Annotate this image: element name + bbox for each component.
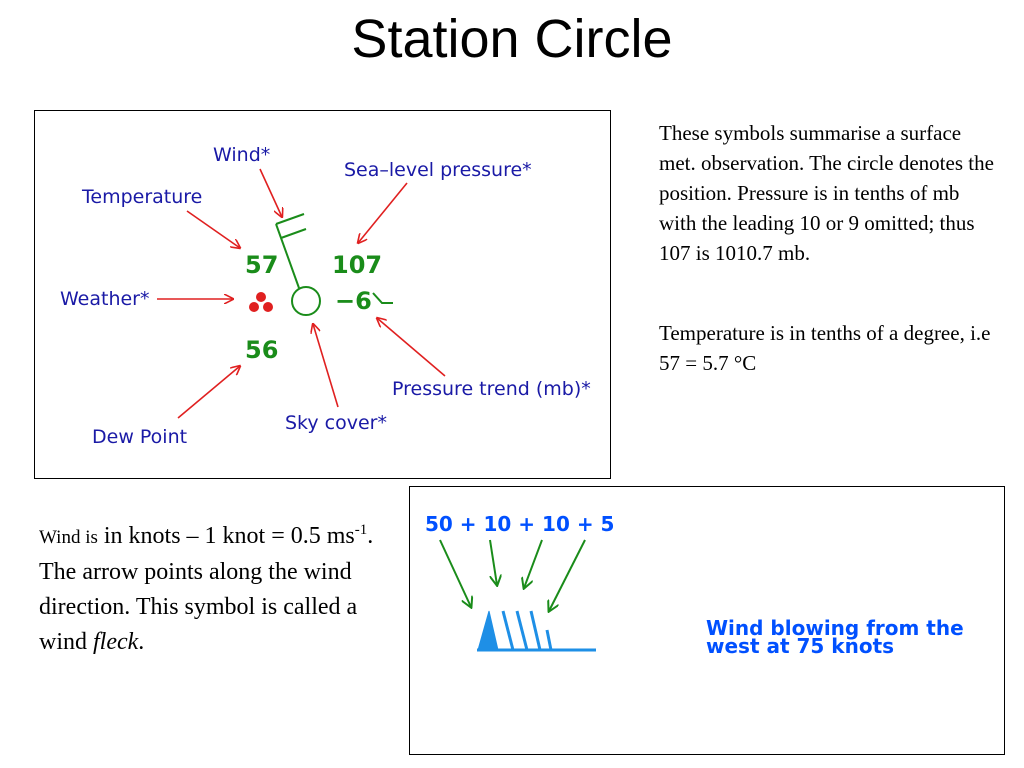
temperature-value: 57 [245, 251, 278, 279]
station-diagram-svg: Wind* Sea–level pressure* Temperature We… [60, 144, 591, 448]
station-diagram: Wind* Sea–level pressure* Temperature We… [34, 110, 611, 479]
arrow-5 [549, 539, 586, 611]
wind-sum-label: 50 + 10 + 10 + 5 [425, 512, 614, 536]
wind-fleck-symbol [477, 610, 596, 652]
wind-label: Wind* [213, 144, 270, 166]
arrow-10-second [524, 539, 543, 588]
dew-point-label: Dew Point [92, 426, 187, 448]
wind-barb-symbol [275, 213, 307, 289]
wind-explanation: Wind is in knots – 1 knot = 0.5 ms-1. Th… [39, 513, 399, 660]
page-title: Station Circle [351, 9, 673, 69]
temperature-label: Temperature [81, 186, 202, 208]
wind-text-superscript: -1 [354, 522, 368, 538]
wind-diagram: 50 + 10 + 10 + 5 Wind blowing from the w… [409, 486, 1005, 755]
pressure-arrow [358, 182, 408, 243]
sky-cover-arrow [313, 324, 339, 408]
arrow-10-first [489, 539, 497, 585]
dew-point-arrow [177, 366, 240, 419]
wind-text-italic: fleck [93, 629, 139, 655]
temperature-arrow [186, 210, 240, 248]
sky-cover-label: Sky cover* [285, 412, 387, 434]
arrow-50 [439, 539, 471, 607]
description-paragraph-1: These symbols summarise a surface met. o… [659, 121, 994, 265]
wind-text-main: in knots – 1 knot = 0.5 ms [97, 523, 355, 549]
description-paragraph-2: Temperature is in tenths of a degree, i.… [659, 321, 991, 375]
sea-level-pressure-label: Sea–level pressure* [344, 159, 532, 181]
wind-text-prefix: Wind is [39, 527, 98, 548]
pressure-trend-label: Pressure trend (mb)* [392, 378, 591, 400]
wind-diagram-svg: 50 + 10 + 10 + 5 Wind blowing from the w… [425, 512, 964, 658]
dew-point-value: 56 [245, 336, 278, 364]
pressure-trend-arrow [377, 318, 446, 377]
wind-arrow [259, 168, 282, 217]
weather-symbol [249, 292, 273, 312]
wind-text-after: . The arrow points along the wind direct… [39, 523, 374, 655]
station-circle [291, 286, 321, 316]
wind-caption-line-2: west at 75 knots [706, 634, 894, 658]
pressure-trend-symbol [372, 292, 393, 304]
weather-label: Weather* [60, 288, 150, 310]
wind-caption-line-1: Wind blowing from the [706, 616, 964, 640]
wind-text-end: . [138, 629, 145, 655]
pressure-trend-value: −6 [335, 287, 372, 315]
pressure-value: 107 [332, 251, 382, 279]
